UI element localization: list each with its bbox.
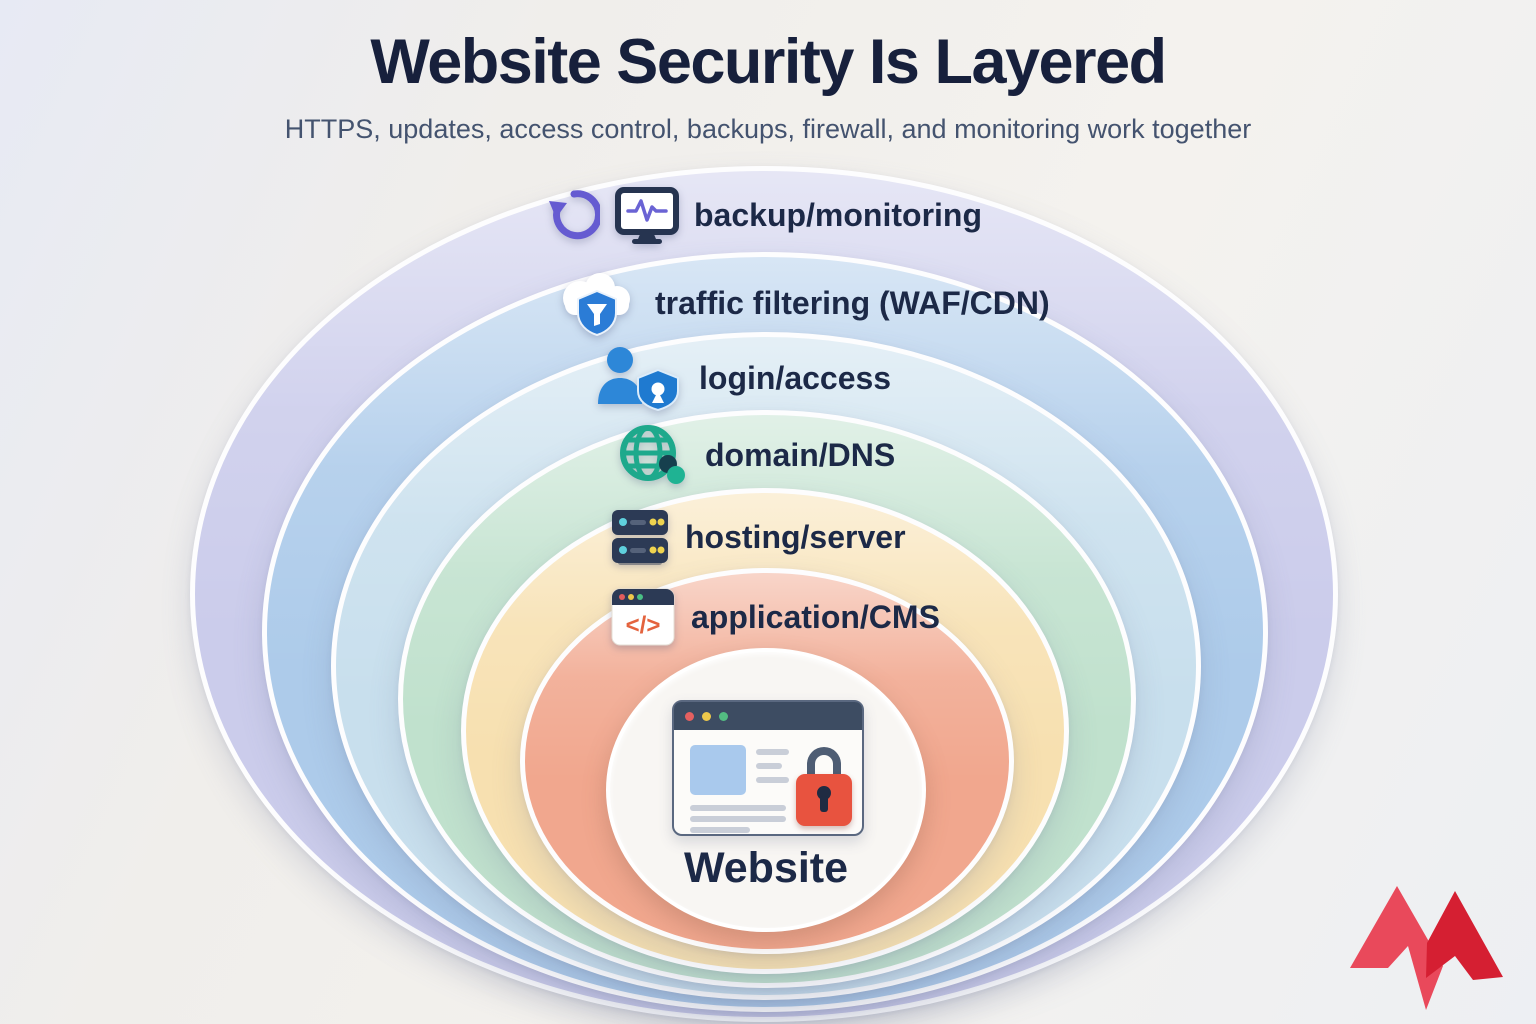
center-website-label: Website <box>683 844 849 892</box>
lock-shackle-icon <box>807 747 841 781</box>
text-line-placeholder <box>756 777 789 783</box>
monitor-pulse-icon <box>615 186 679 244</box>
text-line-placeholder <box>756 749 789 755</box>
server-icon <box>610 507 670 567</box>
globe-icon <box>618 424 690 486</box>
window-dot-green-icon <box>719 711 728 721</box>
layer-label-text: application/CMS <box>691 598 940 635</box>
layer-label-application-cms: </> application/CMS <box>610 586 940 648</box>
layer-label-text: traffic filtering (WAF/CDN) <box>655 284 1050 321</box>
cloud-shield-icon <box>554 268 640 338</box>
lock-icon <box>796 774 852 826</box>
layer-label-text: backup/monitoring <box>694 196 982 233</box>
window-dot-red-icon <box>685 711 694 721</box>
page-subtitle: HTTPS, updates, access control, backups,… <box>284 114 1252 144</box>
layer-label-text: domain/DNS <box>705 436 896 473</box>
refresh-icon <box>548 189 600 241</box>
page-title: Website Security Is Layered <box>370 27 1167 97</box>
layer-label-backup-monitoring: backup/monitoring <box>548 186 982 244</box>
layer-label-text: hosting/server <box>685 518 906 555</box>
code-window-icon: </> <box>610 587 676 647</box>
m-logo-right <box>1426 891 1503 980</box>
text-line-placeholder <box>690 827 750 833</box>
browser-titlebar <box>674 702 862 730</box>
layer-label-text: login/access <box>699 359 892 396</box>
layer-label-login-access: login/access <box>590 347 892 412</box>
m-logo <box>1350 886 1503 1010</box>
svg-text:</>: </> <box>626 612 661 639</box>
page-image-placeholder <box>690 745 746 795</box>
text-line-placeholder <box>690 816 786 822</box>
text-line-placeholder <box>690 805 786 811</box>
keyhole-stem <box>820 796 828 812</box>
layer-label-hosting-server: hosting/server <box>610 506 906 568</box>
secure-browser-illustration <box>672 700 864 836</box>
user-shield-icon <box>590 344 684 412</box>
window-dot-yellow-icon <box>702 711 711 721</box>
layer-label-domain-dns: domain/DNS <box>618 424 896 486</box>
text-line-placeholder <box>756 763 782 769</box>
layer-label-traffic-filtering: traffic filtering (WAF/CDN) <box>554 268 1050 338</box>
m-logo-left <box>1350 886 1443 1010</box>
center-website-circle: Website <box>606 648 926 932</box>
